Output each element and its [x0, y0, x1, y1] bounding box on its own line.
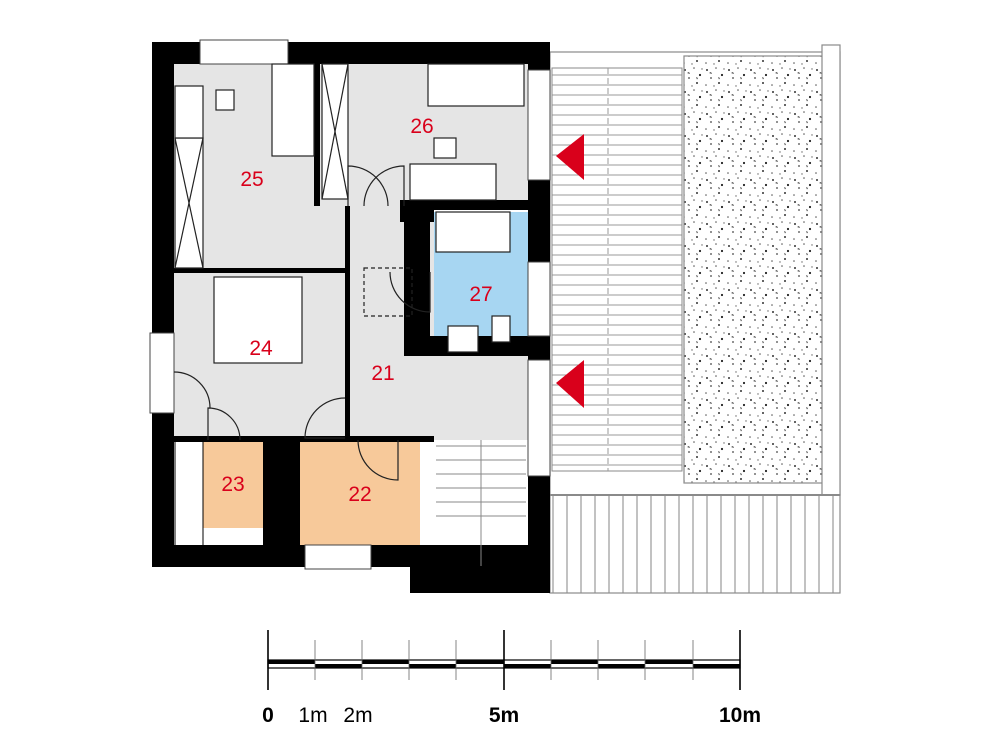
room-label-25: 25: [240, 168, 263, 191]
door-room-23: [207, 407, 241, 441]
window-room-25: [199, 39, 289, 65]
room-label-26: 26: [410, 115, 433, 138]
bed-room-25: [271, 63, 315, 157]
window-room-24: [149, 332, 175, 414]
entry-arrows: [556, 134, 584, 408]
room-label-27: 27: [469, 283, 492, 306]
window-room-26: [527, 69, 551, 181]
window-room-22: [304, 544, 372, 570]
terrace-railing-right: [821, 44, 841, 496]
door-room-25: [347, 165, 389, 207]
washbasin: [447, 325, 479, 353]
scale-label-5m: 5m: [489, 704, 519, 727]
balcony-deck-boards: [549, 494, 841, 594]
chair-room-26: [433, 137, 457, 159]
room-labels: 25 26 27 24 21 23 22: [221, 115, 492, 506]
doors: [173, 165, 431, 481]
room-label-24: 24: [249, 337, 273, 360]
attic-hatch: [363, 267, 413, 317]
scale-label-2m: 2m: [343, 704, 372, 727]
room-label-21: 21: [371, 362, 394, 385]
scale-label-1m: 1m: [298, 704, 327, 727]
window-room-27: [527, 261, 551, 337]
gravel-roof: [683, 55, 825, 484]
bed-room-26: [427, 63, 525, 107]
toilet: [491, 315, 511, 343]
chair-room-25: [215, 89, 235, 111]
room-23-floor: [203, 440, 263, 528]
scale-bar: 0 1m 2m 5m 10m: [262, 630, 761, 727]
door-room-24-window: [173, 371, 211, 409]
bed-room-24: [213, 276, 303, 364]
room-23-wardrobe: [174, 439, 204, 547]
desk-room-26: [409, 163, 497, 201]
door-room-26: [363, 165, 405, 207]
door-room-22: [357, 439, 399, 481]
room-22-floor: [298, 440, 420, 546]
openings: [149, 39, 551, 570]
arrow-terrace-lower: [556, 360, 584, 408]
scale-label-0: 0: [262, 704, 274, 727]
room-21-landing: [434, 356, 538, 440]
desk-room-25: [174, 85, 204, 139]
arrow-terrace-upper: [556, 134, 584, 180]
room-label-23: 23: [221, 473, 244, 496]
furniture: [174, 63, 526, 566]
staircase: [436, 440, 526, 566]
scale-label-10m: 10m: [719, 704, 761, 727]
room-label-22: 22: [348, 483, 371, 506]
bathtub: [435, 211, 511, 253]
terrace: [549, 44, 841, 594]
door-bathroom: [389, 271, 431, 313]
sloped-roof-striped: [551, 67, 683, 472]
door-room-24: [304, 397, 346, 439]
door-landing-terrace: [527, 359, 551, 477]
